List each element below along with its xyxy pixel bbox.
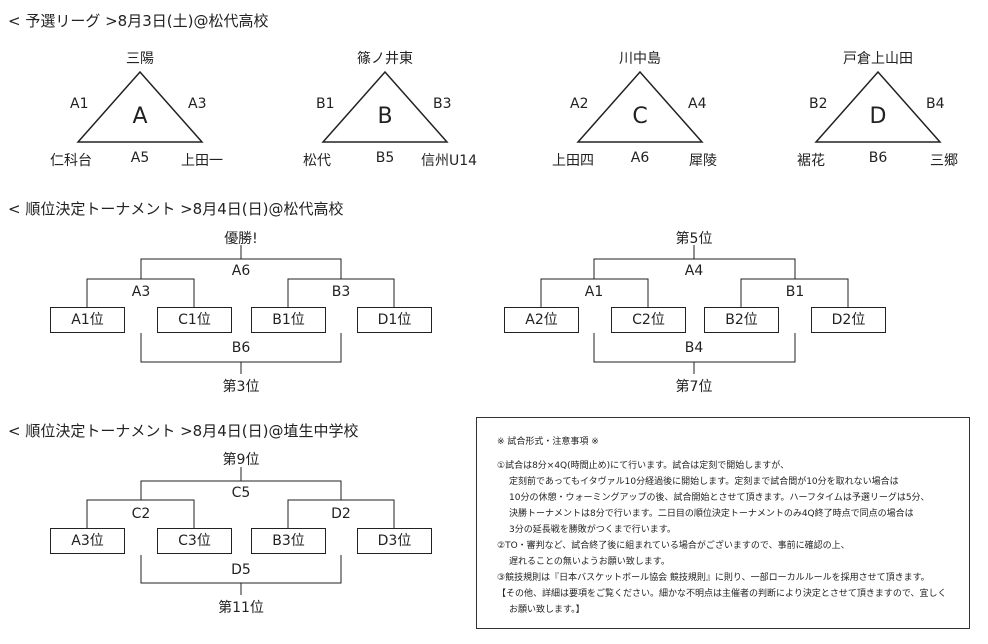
bottom-right-team: 三郷 [930, 153, 958, 169]
bracket2-lines [540, 245, 849, 374]
bracket-top-label: 優勝! [224, 231, 258, 247]
bottom-edge-label: B6 [868, 150, 888, 166]
bracket-bottom-label: 第7位 [675, 379, 713, 395]
group-top-team: 川中島 [619, 51, 661, 67]
notes-line: 決勝トーナメントは8分で行います。二日目の順位決定トーナメントのみ4Q終了時点で… [509, 509, 914, 519]
team-box: C1位 [157, 307, 232, 333]
final-match-label: A6 [231, 263, 251, 279]
team-box: A2位 [504, 307, 579, 333]
semi-left-label: C2 [131, 506, 151, 522]
semi-left-label: A1 [584, 284, 604, 300]
bracket1-lines [86, 245, 395, 374]
triangle-b [321, 70, 449, 143]
bottom-left-team: 仁科台 [50, 153, 92, 169]
notes-box: ※ 試合形式・注意事項 ※ ①試合は8分×4Q(時間止め)にて行います。試合は定… [476, 417, 970, 629]
notes-line: 定刻前であってもイタヴァル10分経過後に開始します。定刻まで試合間が10分を取れ… [509, 477, 899, 487]
bottom-match-label: B4 [684, 340, 704, 356]
bottom-match-label: D5 [231, 562, 251, 578]
edge-label-left: B2 [809, 96, 828, 112]
edge-label-left: A1 [70, 96, 89, 112]
notes-line: 【その他、詳細は要項をご覧ください。細かな不明点は主催者の判断により決定とさせて… [497, 589, 947, 599]
notes-line: ③競技規則は『日本バスケットボール協会 競技規則』に則り、一部ローカルルールを採… [497, 573, 930, 583]
team-box: B3位 [251, 528, 326, 554]
group-letter: C [632, 104, 648, 129]
team-box: D2位 [811, 307, 886, 333]
group-top-team: 戸倉上山田 [843, 51, 913, 67]
edge-label-right: A4 [688, 96, 707, 112]
team-box: A1位 [50, 307, 125, 333]
team-box: D1位 [357, 307, 432, 333]
edge-label-left: A2 [570, 96, 589, 112]
semi-right-label: B1 [785, 284, 805, 300]
final-match-label: A4 [684, 263, 704, 279]
bracket-bottom-label: 第11位 [218, 600, 264, 616]
triangle-c [576, 70, 704, 143]
final-match-label: C5 [231, 485, 251, 501]
notes-heading: ※ 試合形式・注意事項 ※ [497, 437, 599, 447]
team-box: C3位 [157, 528, 232, 554]
edge-label-right: B4 [926, 96, 945, 112]
group-letter: D [869, 104, 887, 129]
notes-line: お願い致します。】 [509, 605, 585, 615]
bracket3-lines [86, 467, 395, 595]
triangle-a [76, 70, 204, 143]
bottom-right-team: 信州U14 [421, 153, 478, 169]
bottom-left-team: 裾花 [797, 153, 825, 169]
bottom-edge-label: B5 [375, 150, 395, 166]
semi-right-label: D2 [331, 506, 351, 522]
triangle-d [814, 70, 942, 143]
bracket-top-label: 第9位 [222, 452, 260, 468]
bottom-edge-label: A6 [630, 150, 650, 166]
edge-label-right: A3 [188, 96, 207, 112]
bottom-right-team: 上田一 [181, 153, 223, 169]
notes-line: 10分の休憩・ウォーミングアップの後、試合開始とさせて頂きます。ハーフタイムは予… [509, 493, 930, 503]
group-letter: B [377, 104, 393, 129]
section-tournament-title: < 順位決定トーナメント >8月4日(日)@松代高校 [8, 200, 344, 218]
section-tournament-title-2: < 順位決定トーナメント >8月4日(日)@埴生中学校 [8, 422, 359, 440]
bottom-edge-label: A5 [130, 150, 150, 166]
bottom-right-team: 犀陵 [689, 153, 717, 169]
section-league-title: < 予選リーグ >8月3日(土)@松代高校 [8, 12, 269, 30]
bracket-top-label: 第5位 [675, 231, 713, 247]
notes-line: 3分の延長戦を勝敗がつくまで行います。 [509, 525, 676, 535]
team-box: A3位 [50, 528, 125, 554]
edge-label-left: B1 [316, 96, 335, 112]
notes-line: ②TO・審判など、試合終了後に組まれている場合がございますので、事前に確認の上、 [497, 541, 850, 551]
team-box: B1位 [251, 307, 326, 333]
notes-line: ①試合は8分×4Q(時間止め)にて行います。試合は定刻で開始しますが、 [497, 461, 790, 471]
group-letter: A [132, 104, 148, 129]
group-top-team: 篠ノ井東 [357, 51, 413, 67]
bottom-left-team: 上田四 [552, 153, 594, 169]
notes-line: 遅れることの無いようお願い致します。 [509, 557, 670, 567]
team-box: C2位 [611, 307, 686, 333]
edge-label-right: B3 [433, 96, 452, 112]
bracket-bottom-label: 第3位 [222, 379, 260, 395]
bottom-match-label: B6 [231, 340, 251, 356]
semi-left-label: A3 [131, 284, 151, 300]
team-box: D3位 [357, 528, 432, 554]
team-box: B2位 [704, 307, 779, 333]
bottom-left-team: 松代 [303, 153, 331, 169]
semi-right-label: B3 [331, 284, 351, 300]
group-top-team: 三陽 [126, 51, 154, 67]
